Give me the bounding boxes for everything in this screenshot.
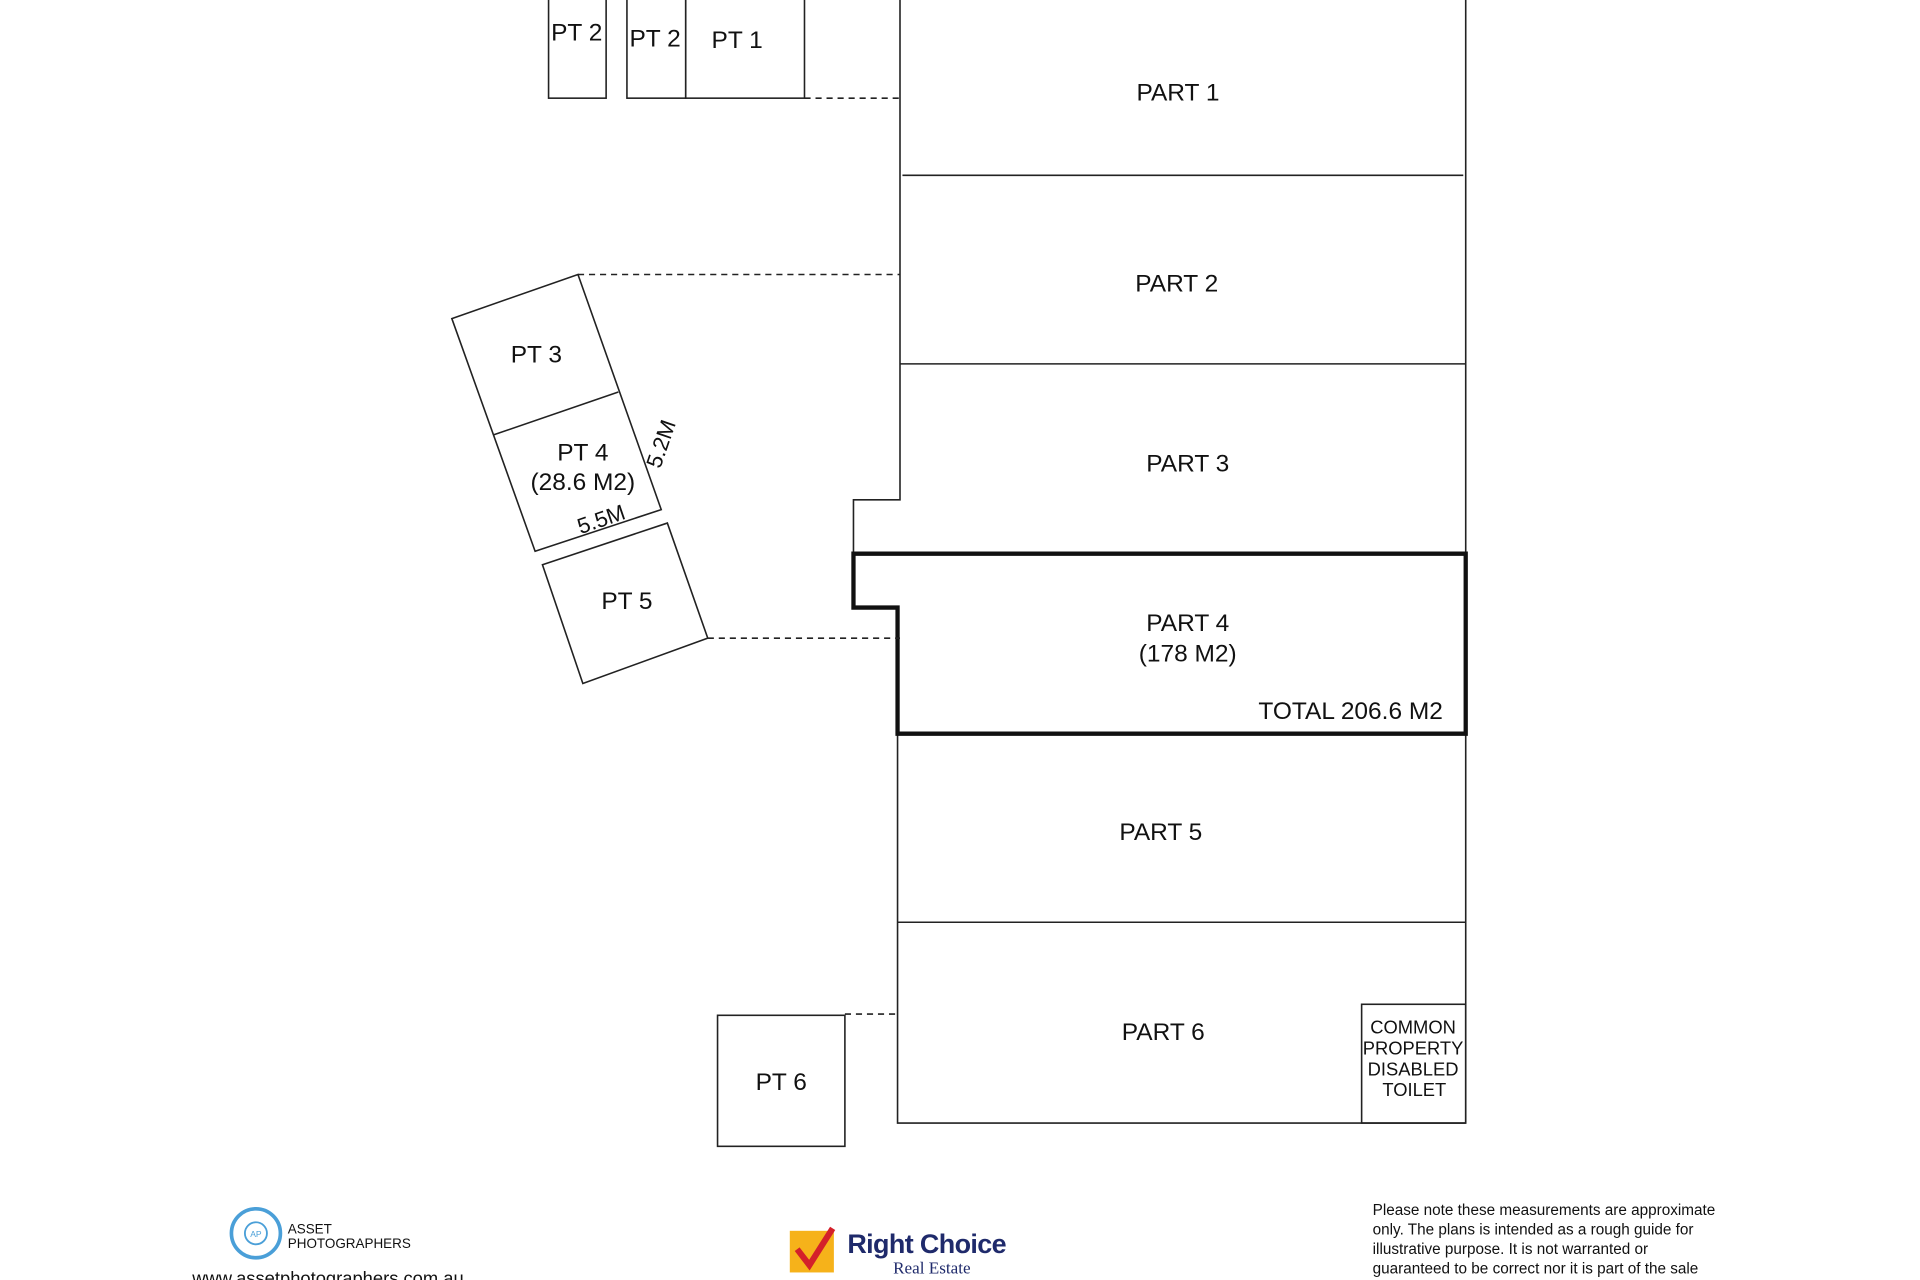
svg-text:guaranteed to be correct nor i: guaranteed to be correct nor it is part … xyxy=(1373,1261,1699,1278)
pt3-label: PT 3 xyxy=(511,342,562,369)
part-4-total: TOTAL 206.6 M2 xyxy=(1258,698,1443,725)
part-2-label: PART 2 xyxy=(1135,271,1218,298)
svg-text:ASSET: ASSET xyxy=(288,1221,332,1236)
svg-text:illustrative purpose. It is no: illustrative purpose. It is not warrante… xyxy=(1373,1241,1648,1258)
parking-pt3-pt4 xyxy=(450,273,663,553)
pt6-label: PT 6 xyxy=(756,1069,807,1096)
svg-text:Please note these measurements: Please note these measurements are appro… xyxy=(1373,1202,1716,1219)
part-1-label: PART 1 xyxy=(1136,80,1219,107)
svg-text:Right Choice: Right Choice xyxy=(847,1229,1006,1259)
svg-text:AP: AP xyxy=(250,1229,262,1239)
parking-pt2a xyxy=(547,0,607,99)
common-label-1: COMMON xyxy=(1370,1017,1456,1038)
part-3-label: PART 3 xyxy=(1146,451,1229,478)
pt2b-label: PT 2 xyxy=(629,26,680,53)
disclaimer: Please note these measurements are appro… xyxy=(1373,1202,1716,1278)
pt2a-label: PT 2 xyxy=(551,20,602,47)
pt4-depth: 5.2M xyxy=(641,417,681,471)
common-label-4: TOILET xyxy=(1382,1079,1446,1100)
pt4-area: (28.6 M2) xyxy=(530,469,635,496)
part-6-label: PART 6 xyxy=(1122,1019,1205,1046)
parking-pt1 xyxy=(684,0,806,99)
part-4-area: (178 M2) xyxy=(1139,640,1237,667)
building-outline xyxy=(852,0,1467,1124)
common-toilet-box xyxy=(1360,1003,1467,1124)
svg-text:only. The plans is intended as: only. The plans is intended as a rough g… xyxy=(1373,1221,1694,1238)
part-5-label: PART 5 xyxy=(1119,819,1202,846)
parking-pt6 xyxy=(716,1014,846,1148)
right-choice-logo: Right Choice Real Estate xyxy=(789,1226,1007,1278)
common-label-3: DISABLED xyxy=(1368,1058,1459,1079)
common-label-2: PROPERTY xyxy=(1363,1037,1464,1058)
svg-text:Real Estate: Real Estate xyxy=(893,1259,971,1278)
pt5-label: PT 5 xyxy=(601,588,652,615)
part-4-highlight xyxy=(851,551,1468,736)
pt4-width: 5.5M xyxy=(574,499,628,539)
pt4-label: PT 4 xyxy=(557,440,608,467)
part-4-label: PART 4 xyxy=(1146,610,1229,637)
asset-photographers-logo: AP ASSET PHOTOGRAPHERS xyxy=(229,1206,411,1260)
svg-text:PHOTOGRAPHERS: PHOTOGRAPHERS xyxy=(288,1236,411,1251)
photographer-url: www.assetphotographers.com.au xyxy=(191,1268,463,1280)
pt1-label: PT 1 xyxy=(712,27,763,54)
